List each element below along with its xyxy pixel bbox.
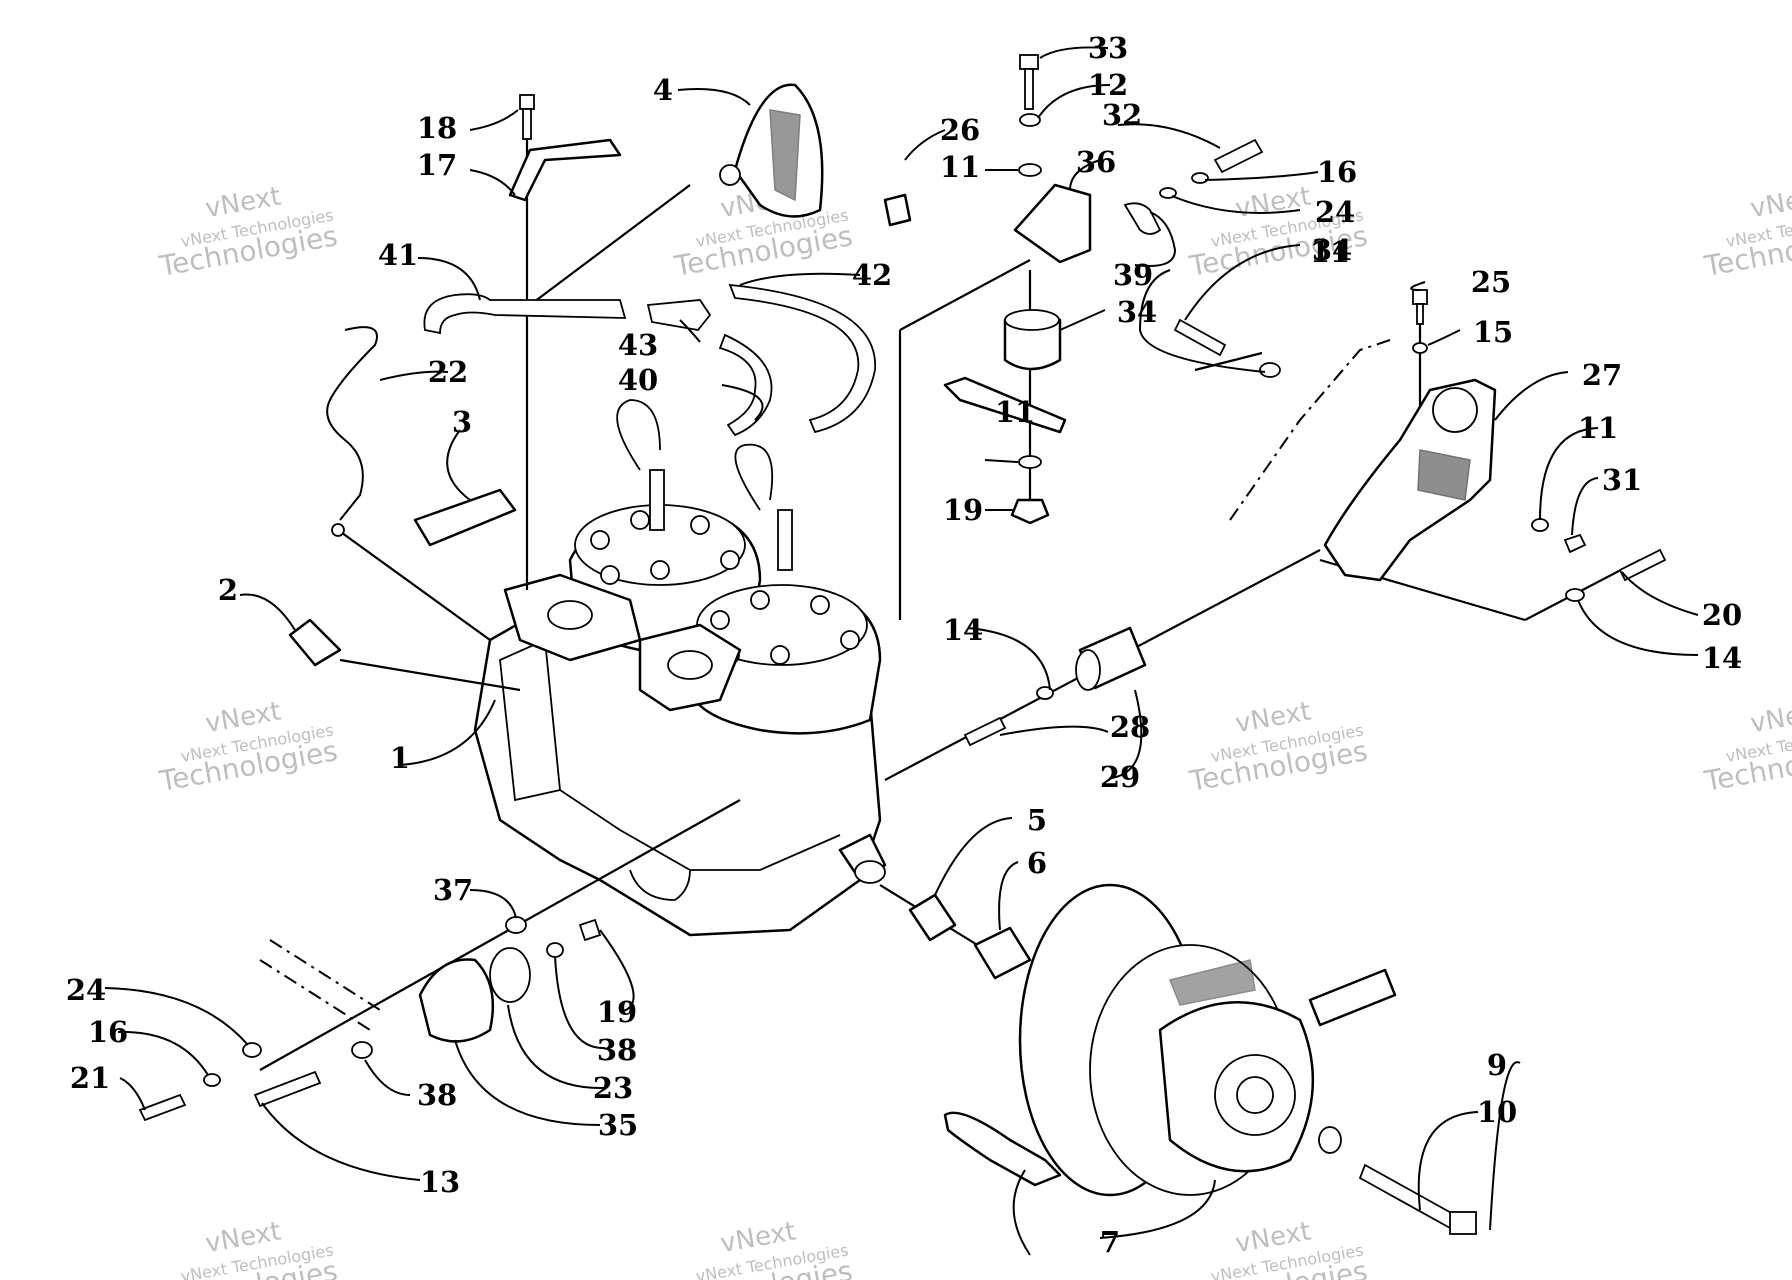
callout-24: 24 [1315,195,1355,229]
small-parts [138,54,1667,1122]
callout-13: 13 [420,1165,460,1199]
callout-2: 2 [218,573,238,607]
callout-37: 37 [433,873,473,907]
callout-labels: 1234567910111111111213141415161617181919… [66,31,1742,1259]
callout-21: 21 [70,1061,110,1095]
callout-20: 20 [1702,598,1742,632]
callout-11: 11 [1578,411,1618,445]
callout-27: 27 [1582,358,1622,392]
callout-34: 34 [1312,233,1352,267]
callout-23: 23 [593,1071,633,1105]
engine-assembly [473,399,887,937]
callout-31: 31 [1602,463,1642,497]
callout-25: 25 [1471,265,1511,299]
watermark-line: vNext [1748,181,1792,224]
callout-26: 26 [940,113,980,147]
callout-16: 16 [88,1015,128,1049]
callout-1: 1 [390,741,410,775]
callout-15: 15 [1473,315,1513,349]
callout-22: 22 [428,355,468,389]
callout-16: 16 [1317,155,1357,189]
callout-11: 11 [995,395,1035,429]
callout-35: 35 [598,1108,638,1142]
callout-41: 41 [378,238,418,272]
callout-43: 43 [618,328,658,362]
callout-19: 19 [943,493,983,527]
leader-lines [104,46,1699,1256]
callout-32: 32 [1102,98,1142,132]
callout-36: 36 [1076,145,1116,179]
callout-33: 33 [1088,31,1128,65]
callout-4: 4 [653,73,673,107]
callout-29: 29 [1100,760,1140,794]
callout-19: 19 [597,995,637,1029]
callout-28: 28 [1110,710,1150,744]
callout-38: 38 [597,1033,637,1067]
callout-34: 34 [1117,295,1157,329]
callout-7: 7 [1100,1225,1120,1259]
callout-10: 10 [1477,1095,1517,1129]
callout-42: 42 [852,258,892,292]
callout-40: 40 [618,363,658,397]
callout-17: 17 [417,148,457,182]
callout-3: 3 [452,405,472,439]
drive-clutch-assembly [943,883,1477,1235]
callout-38: 38 [417,1078,457,1112]
callout-6: 6 [1027,846,1047,880]
callout-9: 9 [1487,1048,1507,1082]
callout-12: 12 [1088,68,1128,102]
callout-14: 14 [1702,641,1742,675]
callout-39: 39 [1113,258,1153,292]
callout-11: 11 [940,150,980,184]
callout-11: 11 [1310,235,1350,269]
callout-24: 24 [66,973,106,1007]
callout-5: 5 [1027,803,1047,837]
watermark-line: vNext [1748,696,1792,739]
callout-14: 14 [943,613,983,647]
callout-18: 18 [417,111,457,145]
